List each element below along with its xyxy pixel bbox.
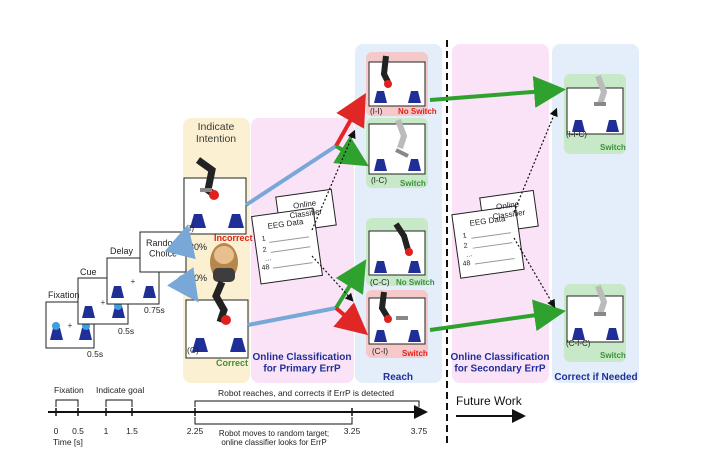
arrow-choice-to-correct xyxy=(167,267,199,303)
tick-label-2.25: 2.25 xyxy=(187,426,204,436)
intention-correct-tag: (C) xyxy=(187,345,199,355)
svg-text:+: + xyxy=(101,298,106,307)
timeline-fixation-label: Fixation xyxy=(54,385,84,395)
outcome-cc-label: No Switch xyxy=(396,278,435,287)
future-work-label: Future Work xyxy=(456,394,523,408)
intention-correct-label: Correct xyxy=(216,358,248,368)
arrow-correct-to-classifier xyxy=(247,306,337,327)
dotted-arrow-primary-up xyxy=(311,129,356,231)
outcome-ic-tag: (I-C) xyxy=(371,176,387,185)
intention-correct-screen xyxy=(185,280,249,359)
fixation-duration: 0.5s xyxy=(87,349,103,359)
tick-label-1: 1 xyxy=(104,426,109,436)
svg-text:+: + xyxy=(68,321,73,330)
outcome-cic-card xyxy=(564,284,626,362)
indicate-goal-bracket xyxy=(105,399,133,407)
secondary-row-1: 1 xyxy=(462,232,467,239)
secondary-row-dots: … xyxy=(465,251,473,259)
arrow-choice-to-incorrect xyxy=(164,224,196,260)
intention-incorrect-tag: (I) xyxy=(186,223,194,233)
arrow-ci-to-cic xyxy=(429,299,566,332)
delay-duration: 0.75s xyxy=(144,305,165,315)
tick-label-3.25: 3.25 xyxy=(344,426,361,436)
delay-label: Delay xyxy=(110,246,134,256)
fixation-label: Fixation xyxy=(48,290,80,300)
outcome-cc-card xyxy=(366,218,428,286)
primary-row-48: 48 xyxy=(261,264,270,272)
intention-incorrect-label: Incorrect xyxy=(214,233,253,243)
outcome-cic-label: Switch xyxy=(600,351,626,360)
robot-moves-bracket xyxy=(194,417,353,425)
arrow-incorrect-to-classifier xyxy=(244,144,338,207)
primary-row-1: 1 xyxy=(261,235,266,242)
outcome-ci-tag: (C-I) xyxy=(372,347,388,356)
primary-classifier-doc xyxy=(251,188,337,285)
prob-30-label: 30% xyxy=(189,242,207,252)
cue-label: Cue xyxy=(80,267,97,277)
tick-label-0: 0 xyxy=(54,426,59,436)
timeline-robot-moves-label: Robot moves to random target;online clas… xyxy=(219,429,329,447)
secondary-row-2: 2 xyxy=(463,242,468,249)
outcome-ii-label: No Switch xyxy=(398,107,437,116)
arrow-to-cc xyxy=(334,259,367,310)
arrow-to-ci xyxy=(333,302,369,336)
secondary-classifier-doc xyxy=(451,189,539,279)
participant-avatar-icon xyxy=(210,243,238,282)
timeline-ticks xyxy=(55,408,420,416)
outcome-ii-tag: (I-I) xyxy=(370,107,383,116)
outcome-ic-card xyxy=(366,118,428,188)
outcome-iic-tag: (I-I-C) xyxy=(566,130,587,139)
reach-panel-title: Reach xyxy=(383,372,413,383)
arrow-ii-to-iic xyxy=(429,75,566,108)
robot-reaches-bracket xyxy=(194,400,420,407)
timeline-robot-reaches-label: Robot reaches, and corrects if ErrP is d… xyxy=(218,388,394,398)
primary-row-2: 2 xyxy=(262,246,267,253)
tick-label-0.5: 0.5 xyxy=(72,426,84,436)
tick-label-1.5: 1.5 xyxy=(126,426,138,436)
cue-duration: 0.5s xyxy=(118,326,134,336)
outcome-cc-tag: (C-C) xyxy=(370,278,390,287)
arrow-to-ic xyxy=(333,135,369,167)
outcome-iic-label: Switch xyxy=(600,143,626,152)
outcome-ic-label: Switch xyxy=(400,179,426,188)
secondary-row-48: 48 xyxy=(462,260,471,268)
outcome-ii-card xyxy=(366,52,428,116)
timeline-axis-label: Time [s] xyxy=(53,437,83,447)
timeline-indicate-goal-label: Indicate goal xyxy=(96,385,144,395)
primary-row-dots: … xyxy=(264,255,272,263)
correct-panel-title: Correct if Needed xyxy=(554,372,637,383)
dotted-arrow-secondary-down xyxy=(513,237,556,309)
dotted-arrow-primary-down xyxy=(311,255,354,302)
prob-70-label: 70% xyxy=(189,273,207,283)
outcome-cic-tag: (C-I-C) xyxy=(566,339,591,348)
outcome-ci-label: Switch xyxy=(402,349,428,358)
outcome-ci-card xyxy=(366,290,428,358)
svg-text:+: + xyxy=(131,277,136,286)
tick-label-3.75: 3.75 xyxy=(411,426,428,436)
outcome-iic-card xyxy=(564,74,626,154)
fixation-bracket xyxy=(55,399,79,407)
